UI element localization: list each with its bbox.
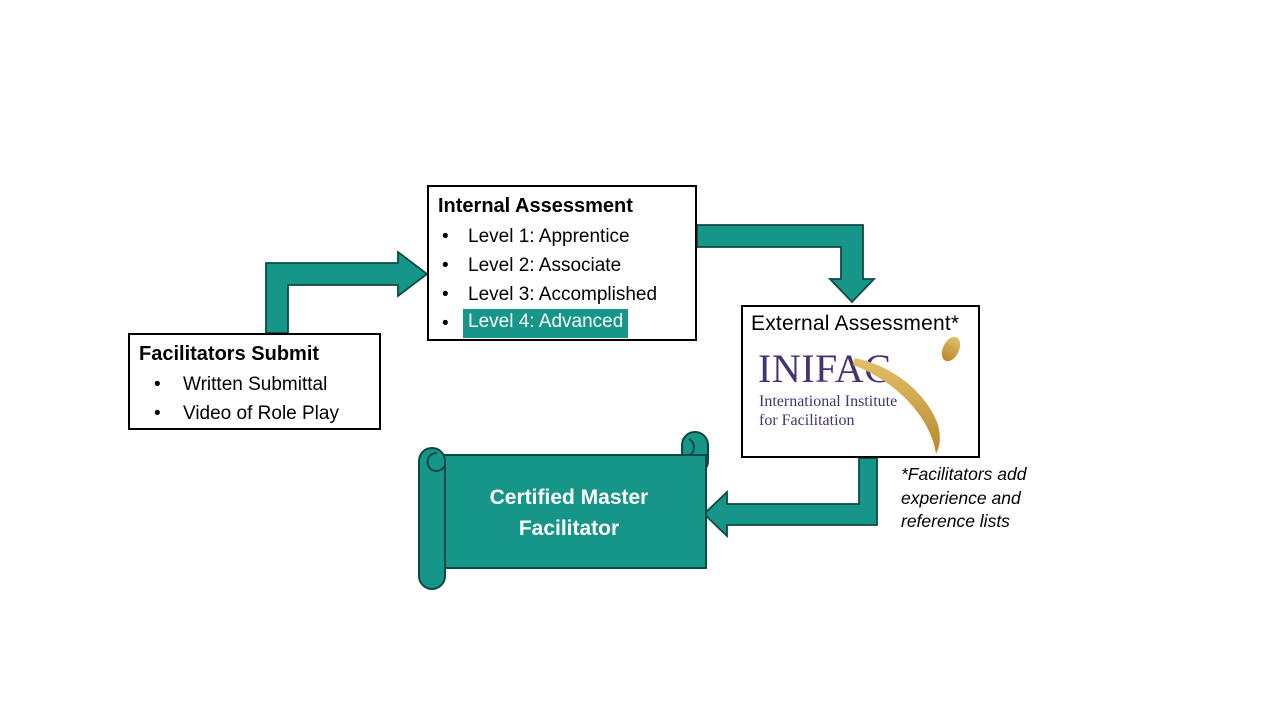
certified-line2: Facilitator (518, 517, 620, 540)
footnote-line1: *Facilitators add (901, 464, 1027, 484)
external-assessment-box: External Assessment* INIFAC Internationa… (741, 305, 980, 458)
facilitators-bullet-list: • Written Submittal • Video of Role Play (130, 370, 379, 428)
bullet-icon: • (154, 403, 161, 424)
footnote-line2: experience and (901, 487, 1021, 508)
bullet-text: Level 1: Apprentice (468, 226, 630, 247)
list-item: • Level 1: Apprentice (429, 222, 695, 251)
bullet-icon: • (154, 374, 161, 395)
arrow-external-to-certified (702, 457, 878, 539)
internal-bullet-list: • Level 1: Apprentice • Level 2: Associa… (429, 222, 695, 338)
inifac-logo-tagline: International Institute for Facilitation (759, 393, 897, 430)
external-assessment-title: External Assessment* (751, 312, 960, 335)
bullet-text: Written Submittal (183, 374, 328, 395)
scroll-top-right-curl-shading (688, 438, 695, 456)
facilitators-submit-box: Facilitators Submit • Written Submittal … (128, 333, 381, 430)
certified-master-facilitator-label: Certified Master Facilitator (436, 482, 702, 544)
bullet-icon: • (442, 255, 449, 276)
list-item: • Level 4: Advanced (429, 309, 695, 338)
highlighted-bullet-text: Level 4: Advanced (463, 309, 629, 338)
arrow-internal-to-external (696, 224, 877, 304)
bullet-icon: • (442, 313, 449, 334)
inifac-tagline-line1: International Institute (759, 393, 898, 410)
scroll-left-roll-curl (426, 451, 446, 472)
list-item: • Video of Role Play (130, 399, 379, 428)
bullet-text: Level 2: Associate (468, 255, 622, 276)
bullet-text: Level 3: Accomplished (468, 284, 658, 305)
scroll-left-roll (418, 447, 446, 590)
footnote: *Facilitators add experience and referen… (901, 463, 1026, 534)
bullet-icon: • (442, 226, 449, 247)
list-item: • Level 2: Associate (429, 251, 695, 280)
arrow-facilitators-to-internal (265, 250, 429, 334)
bullet-text: Video of Role Play (183, 403, 339, 424)
list-item: • Level 3: Accomplished (429, 280, 695, 309)
internal-assessment-box: Internal Assessment • Level 1: Apprentic… (427, 185, 697, 341)
certified-scroll-shape (418, 431, 709, 590)
certified-line1: Certified Master (489, 486, 649, 509)
internal-assessment-title: Internal Assessment (438, 195, 633, 217)
facilitators-submit-title: Facilitators Submit (139, 343, 320, 365)
inifac-swoosh-icon (853, 336, 961, 454)
inifac-tagline-line2: for Facilitation (759, 411, 855, 429)
list-item: • Written Submittal (130, 370, 379, 399)
scroll-body (431, 454, 707, 569)
bullet-icon: • (442, 284, 449, 305)
footnote-line3: reference lists (901, 511, 1010, 531)
